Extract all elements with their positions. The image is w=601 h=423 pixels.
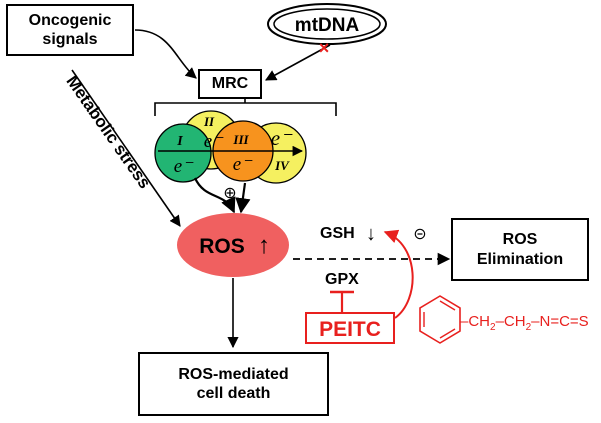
oncogenic-signals-label: Oncogenic signals: [28, 11, 112, 48]
complex-II-electron: e⁻: [204, 131, 224, 152]
complex-I-electron: e⁻: [174, 156, 194, 177]
metabolic-stress-arrow: [71, 69, 181, 227]
mrc-complexes: I e⁻ II e⁻ III e⁻ e⁻ IV: [154, 110, 307, 184]
complex-III-to-ros-arrow: [235, 182, 251, 214]
peitc-structure: –CH2–CH2–N=C=S: [419, 295, 589, 344]
complex-IV-electron: e⁻: [271, 126, 293, 150]
ros-mediated-death-box: ROS-mediated cell death: [138, 352, 329, 416]
complex-III-roman: III: [232, 132, 249, 147]
structure-formula: –CH2–CH2–N=C=S: [460, 313, 589, 333]
benzene-ring-icon: [419, 295, 461, 344]
mrc-box: MRC: [198, 69, 262, 99]
mtdna-node: mtDNA: [267, 3, 387, 45]
ros-node: ROS ↑: [177, 213, 289, 277]
blocked-x-icon: ×: [319, 38, 330, 58]
plus-sign-icon: ⊕: [223, 185, 236, 202]
ros-elimination-label: ROS Elimination: [476, 231, 564, 268]
complex-II-roman: II: [203, 114, 215, 129]
peitc-box: [305, 312, 395, 344]
peitc-label: PEITC: [319, 318, 381, 341]
complex-III-electron: e⁻: [233, 154, 253, 175]
complex-I-roman: I: [176, 134, 183, 149]
gsh-down-arrow: ↓: [366, 223, 376, 245]
ros-up-arrow: ↑: [258, 232, 270, 259]
mtdna-to-mrc-arrow: [265, 44, 331, 81]
complex-I-shape: [154, 123, 212, 183]
gsh-label: GSH: [320, 225, 355, 242]
minus-sign-icon: ⊝: [413, 226, 426, 243]
oncogenic-to-mrc-arrow: [134, 29, 197, 79]
mrc-label: MRC: [211, 75, 249, 93]
ros-label: ROS: [199, 235, 245, 258]
oncogenic-signals-box: Oncogenic signals: [6, 4, 134, 56]
ros-mediated-death-label: ROS-mediated cell death: [178, 365, 289, 402]
peitc-to-gsh-arrow: [383, 229, 414, 319]
gpx-label: GPX: [325, 271, 359, 288]
mtdna-label: mtDNA: [295, 15, 360, 36]
complex-I-to-ros-arrow: [193, 177, 236, 214]
mrc-bracket: [154, 96, 337, 116]
ros-elimination-box: ROS Elimination: [451, 218, 589, 281]
complex-IV-roman: IV: [274, 158, 290, 173]
